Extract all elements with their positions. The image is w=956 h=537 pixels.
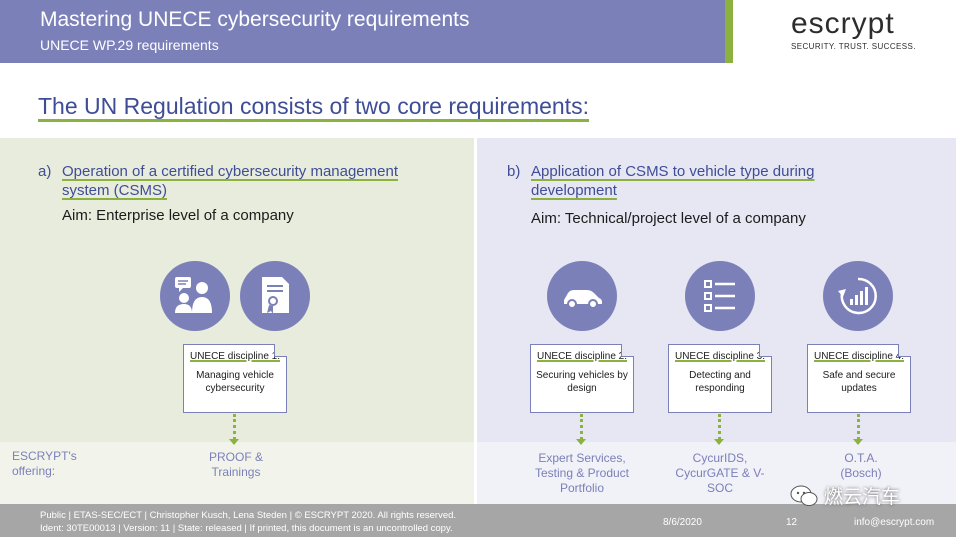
discipline-1-card: UNECE discipline 1: Managing vehicle cyb… xyxy=(183,344,287,413)
offering-label-text: ESCRYPT's offering: xyxy=(12,449,77,478)
section-a-letter: a) xyxy=(38,163,52,180)
discipline-1-heading: UNECE discipline 1: xyxy=(189,351,281,362)
discipline-4-text: Safe and secure updates xyxy=(822,370,896,394)
offering-4: O.T.A. (Bosch) xyxy=(840,451,882,480)
discipline-2-text: Securing vehicles by design xyxy=(536,370,628,394)
ota-update-icon xyxy=(823,261,893,331)
connector-3 xyxy=(718,414,721,440)
footer-line-1: Public | ETAS-SEC/ECT | Christopher Kusc… xyxy=(40,510,457,521)
arrow-4 xyxy=(853,439,863,445)
footer-date: 8/6/2020 xyxy=(663,517,702,528)
slide-title: Mastering UNECE cybersecurity requiremen… xyxy=(40,8,470,31)
footer-email[interactable]: info@escrypt.com xyxy=(854,517,935,528)
offering-1: PROOF & Trainings xyxy=(208,450,263,479)
footer: Public | ETAS-SEC/ECT | Christopher Kusc… xyxy=(0,504,956,537)
section-a-aim: Aim: Enterprise level of a company xyxy=(62,207,294,224)
car-icon xyxy=(547,261,617,331)
watermark-text: 燃云汽车 xyxy=(824,486,901,508)
header-accent xyxy=(725,0,733,63)
slide-subtitle: UNECE WP.29 requirements xyxy=(40,37,219,53)
watermark: 燃云汽车 xyxy=(790,482,900,509)
section-b-letter: b) xyxy=(507,163,521,180)
offering-label: ESCRYPT's offering: xyxy=(12,449,82,479)
discipline-3-heading: UNECE discipline 3: xyxy=(674,351,766,362)
section-a-title: Operation of a certified cybersecurity m… xyxy=(62,163,398,199)
discipline-2-card: UNECE discipline 2: Securing vehicles by… xyxy=(530,344,634,413)
section-b-aim: Aim: Technical/project level of a compan… xyxy=(531,210,806,227)
connector-2 xyxy=(580,414,583,440)
arrow-3 xyxy=(714,439,724,445)
discipline-3-card: UNECE discipline 3: Detecting and respon… xyxy=(668,344,772,413)
offering-row-b xyxy=(477,442,956,504)
logo-tagline: SECURITY. TRUST. SUCCESS. xyxy=(791,42,916,51)
section-b-title: Application of CSMS to vehicle type duri… xyxy=(531,163,815,199)
connector-4 xyxy=(857,414,860,440)
offering-2: Expert Services, Testing & Product Portf… xyxy=(534,451,630,495)
discipline-3-text: Detecting and responding xyxy=(689,370,751,394)
discipline-1-text: Managing vehicle cybersecurity xyxy=(196,370,274,394)
consultation-icon xyxy=(160,261,230,331)
discipline-4-card: UNECE discipline 4: Safe and secure upda… xyxy=(807,344,911,413)
offering-row-a xyxy=(0,442,474,504)
header-bar: Mastering UNECE cybersecurity requiremen… xyxy=(0,0,725,63)
footer-line-2: Ident: 30TE00013 | Version: 11 | State: … xyxy=(40,523,453,534)
footer-page-number: 12 xyxy=(786,517,798,528)
offering-3: CycurIDS, CycurGATE & V-SOC xyxy=(675,451,765,495)
main-heading: The UN Regulation consists of two core r… xyxy=(38,93,589,122)
connector-1 xyxy=(233,414,236,440)
logo-area: escrypt SECURITY. TRUST. SUCCESS. xyxy=(733,0,956,63)
arrow-1 xyxy=(229,439,239,445)
certificate-icon xyxy=(240,261,310,331)
arrow-2 xyxy=(576,439,586,445)
discipline-4-heading: UNECE discipline 4: xyxy=(813,351,905,362)
checklist-icon xyxy=(685,261,755,331)
escrypt-logo: escrypt xyxy=(791,7,895,40)
wechat-icon xyxy=(790,485,818,506)
discipline-2-heading: UNECE discipline 2: xyxy=(536,351,628,362)
